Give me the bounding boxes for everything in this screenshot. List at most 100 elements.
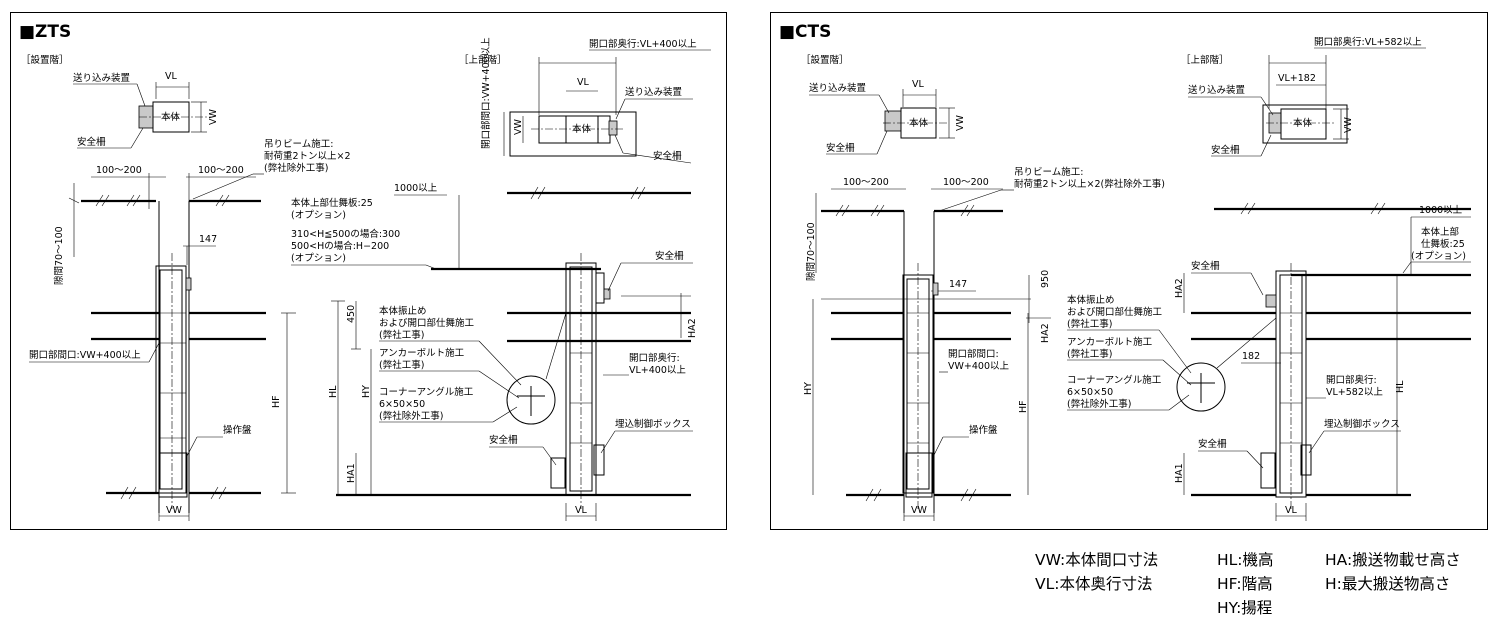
zts-title: ■ZTS bbox=[19, 22, 71, 42]
cts-section-right: 1000以上 本体上部 仕舞板:25 (オプション) HA2 安全柵 HL HA… bbox=[1067, 202, 1471, 521]
zts-anchor: アンカーボルト施工 bbox=[379, 347, 465, 359]
zts-opening-depth-val: VL+400以上 bbox=[629, 365, 686, 376]
zts-upper-vw: VW bbox=[513, 119, 524, 135]
cts-corner: コーナーアングル施工 bbox=[1067, 374, 1162, 386]
cts-upper-vl182: VL+182 bbox=[1278, 73, 1316, 84]
zts-upper-width: 開口部間口:VW+400以上 bbox=[480, 37, 492, 149]
cts-upper-safety: 安全柵 bbox=[1211, 144, 1240, 156]
zts-safety-top: 安全柵 bbox=[655, 250, 684, 262]
cts-opening-depth: 開口部奥行: bbox=[1326, 374, 1377, 386]
cts-ha2: HA2 bbox=[1174, 278, 1185, 298]
zts-plan-safety: 安全柵 bbox=[77, 136, 106, 148]
zts-h-case1: 310<H≦500の場合:300 bbox=[291, 228, 400, 240]
cts-upper-depth: 開口部奥行:VL+582以上 bbox=[1314, 36, 1422, 48]
cts-opening-depth-val: VL+582以上 bbox=[1326, 387, 1383, 398]
zts-install-floor-label: ［設置階］ bbox=[21, 54, 69, 66]
zts-top-board: 本体上部仕舞板:25 bbox=[291, 197, 373, 209]
zts-panel-label: 操作盤 bbox=[223, 424, 252, 436]
legend-h: H:最大搬送物高さ bbox=[1325, 575, 1451, 593]
cts-upper-vw: VW bbox=[1343, 117, 1354, 133]
zts-upper-plan: 開口部奥行:VL+400以上 VL 本体 VW 開口部間口:VW+400以上 送… bbox=[480, 37, 711, 164]
cts-panel-label: 操作盤 bbox=[969, 424, 998, 436]
zts-upper-depth: 開口部奥行:VL+400以上 bbox=[589, 38, 697, 50]
cts-ha2: HA2 bbox=[1040, 323, 1051, 343]
cts-top-board1: 本体上部 bbox=[1421, 226, 1459, 238]
zts-install-plan: VL 本体 VW 送り込み装置 安全柵 bbox=[73, 71, 219, 149]
cts-hf: HF bbox=[1018, 400, 1029, 413]
zts-147: 147 bbox=[199, 234, 217, 245]
zts-safety-bottom: 安全柵 bbox=[489, 434, 518, 446]
cts-upper-body: 本体 bbox=[1293, 117, 1313, 129]
zts-plan-vw: VW bbox=[208, 109, 219, 125]
cts-range-right: 100〜200 bbox=[943, 177, 989, 188]
zts-section-left: 吊りビーム施工: 耐荷重2トン以上×2 (弊社除外工事) 100〜200 100… bbox=[29, 138, 351, 521]
zts-our-work1: (弊社工事) bbox=[379, 329, 424, 341]
cts-950: 950 bbox=[1040, 270, 1051, 288]
legend-hy: HY:揚程 bbox=[1217, 599, 1273, 617]
cts-install-plan: VL 本体 VW 送り込み装置 安全柵 bbox=[809, 79, 966, 155]
cts-182: 182 bbox=[1242, 351, 1260, 362]
cts-opening-width2: VW+400以上 bbox=[948, 361, 1009, 372]
zts-hy: HY bbox=[361, 385, 372, 398]
cts-corner-size: 6×50×50 bbox=[1067, 387, 1113, 398]
zts-panel: ■ZTS ［設置階］ ［上部階］ VL 本体 VW 送り込み装置 安全柵 開口部… bbox=[10, 12, 727, 530]
cts-upper-plan: 開口部奥行:VL+582以上 VL+182 本体 VW 送り込み装置 安全柵 bbox=[1188, 36, 1426, 157]
zts-upper-body: 本体 bbox=[572, 123, 592, 135]
cts-panel: ■CTS ［設置階］ ［上部階］ VL 本体 VW 送り込み装置 安全柵 開口部… bbox=[770, 12, 1488, 530]
zts-anti-vib: 本体振止め bbox=[379, 305, 427, 317]
zts-corner-outside: (弊社除外工事) bbox=[379, 410, 443, 422]
zts-vl-bottom: VL bbox=[575, 505, 587, 516]
cts-anti-vib2: および開口部仕舞施工 bbox=[1067, 306, 1163, 318]
cts-hy: HY bbox=[803, 382, 814, 395]
cts-drawing: ■CTS ［設置階］ ［上部階］ VL 本体 VW 送り込み装置 安全柵 開口部… bbox=[779, 22, 1471, 521]
cts-upper-feeder: 送り込み装置 bbox=[1188, 84, 1245, 96]
cts-title: ■CTS bbox=[779, 22, 831, 42]
cts-opening-width1: 開口部間口: bbox=[948, 348, 999, 360]
cts-plan-feeder: 送り込み装置 bbox=[809, 82, 866, 94]
zts-opening-width: 開口部間口:VW+400以上 bbox=[29, 349, 141, 361]
zts-corner: コーナーアングル施工 bbox=[379, 386, 474, 398]
cts-control-box: 埋込制御ボックス bbox=[1324, 418, 1400, 430]
zts-anti-vib2: および開口部仕舞施工 bbox=[379, 317, 475, 329]
cts-over1000: 1000以上 bbox=[1419, 205, 1463, 216]
zts-opening-depth: 開口部奥行: bbox=[629, 352, 680, 364]
cts-plan-vw: VW bbox=[955, 115, 966, 131]
cts-our-work2: (弊社工事) bbox=[1067, 348, 1112, 360]
legend-hf: HF:階高 bbox=[1217, 575, 1273, 593]
zts-upper-feeder: 送り込み装置 bbox=[625, 86, 682, 98]
zts-option1: (オプション) bbox=[291, 210, 346, 221]
cts-beam: 吊りビーム施工: bbox=[1014, 166, 1083, 178]
cts-install-floor-label: ［設置階］ bbox=[801, 54, 849, 66]
zts-h-case2: 500<Hの場合:H−200 bbox=[291, 240, 389, 252]
cts-anchor: アンカーボルト施工 bbox=[1067, 336, 1153, 348]
zts-ha1: HA1 bbox=[346, 463, 357, 483]
cts-section-left: 吊りビーム施工: 耐荷重2トン以上×2(弊社除外工事) 100〜200 100〜… bbox=[803, 166, 1165, 521]
cts-gap: 隙間70〜100 bbox=[805, 222, 817, 281]
cts-plan-safety: 安全柵 bbox=[826, 142, 855, 154]
zts-upper-safety: 安全柵 bbox=[653, 150, 682, 162]
zts-plan-vl: VL bbox=[165, 71, 177, 82]
zts-drawing: ■ZTS ［設置階］ ［上部階］ VL 本体 VW 送り込み装置 安全柵 開口部… bbox=[19, 22, 711, 521]
cts-upper-floor-label: ［上部階］ bbox=[1181, 54, 1229, 66]
zts-450: 450 bbox=[346, 305, 357, 323]
zts-corner-size: 6×50×50 bbox=[379, 399, 425, 410]
cts-anti-vib: 本体振止め bbox=[1067, 294, 1115, 306]
zts-gap: 隙間70〜100 bbox=[53, 226, 65, 285]
zts-plan-feeder: 送り込み装置 bbox=[73, 72, 130, 84]
cts-hl: HL bbox=[1395, 380, 1406, 393]
cts-option: (オプション) bbox=[1411, 251, 1466, 262]
zts-hl: HL bbox=[328, 385, 339, 398]
legend-vw: VW:本体間口寸法 bbox=[1035, 551, 1159, 569]
cts-plan-body: 本体 bbox=[909, 117, 929, 129]
legend-hl: HL:機高 bbox=[1217, 551, 1274, 569]
zts-plan-body: 本体 bbox=[161, 111, 181, 123]
zts-section-right: 1000以上 本体上部仕舞板:25 (オプション) 310<H≦500の場合:3… bbox=[291, 183, 698, 521]
cts-plan-vl: VL bbox=[912, 79, 924, 90]
cts-top-board2: 仕舞板:25 bbox=[1421, 238, 1465, 250]
cts-safety-bottom: 安全柵 bbox=[1198, 438, 1227, 450]
cts-beam-load: 耐荷重2トン以上×2(弊社除外工事) bbox=[1014, 178, 1165, 190]
zts-option2: (オプション) bbox=[291, 253, 346, 264]
zts-hf: HF bbox=[271, 395, 282, 408]
cts-vw-bottom: VW bbox=[911, 505, 927, 516]
legend-vl: VL:本体奥行寸法 bbox=[1035, 575, 1153, 593]
